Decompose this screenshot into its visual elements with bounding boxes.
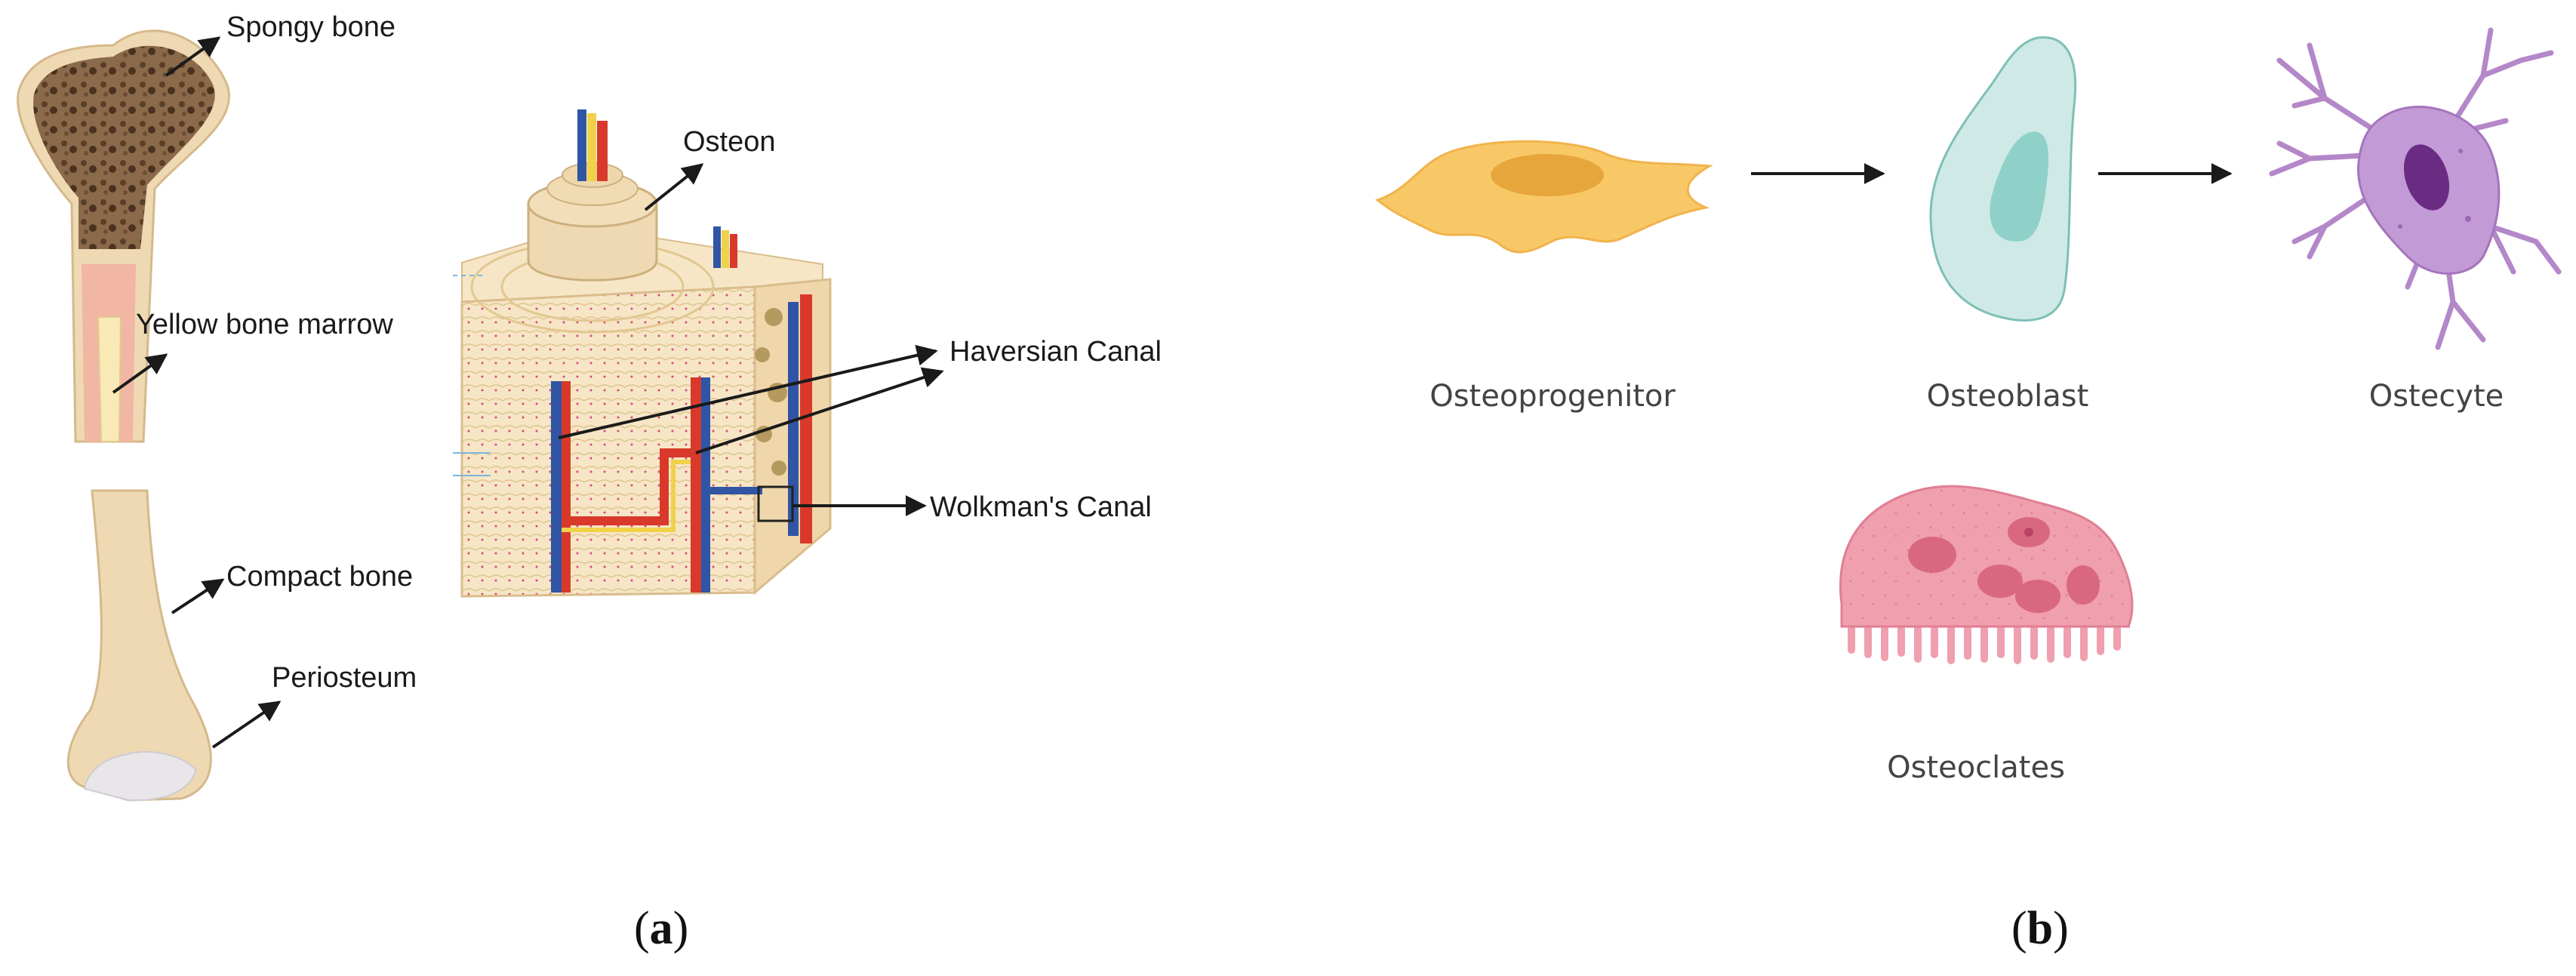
- panel-b: Osteoprogenitor Osteoblast Ostecyte Oste…: [1374, 27, 2562, 954]
- panel-label-a: (a): [634, 903, 688, 954]
- label-osteoblast: Osteoblast: [1927, 379, 2089, 414]
- panel-a: Spongy bone Yellow bone marrow Compact b…: [17, 11, 1162, 954]
- arrow-osteon: [644, 163, 704, 211]
- long-bone-upper: [17, 29, 230, 443]
- label-yellow-bone-marrow: Yellow bone marrow: [136, 309, 393, 340]
- label-periosteum: Periosteum: [272, 662, 417, 694]
- osteoprogenitor-cell: [1374, 140, 1713, 254]
- arrow-haversian-canal-2: [695, 367, 944, 454]
- arrow-yellow-bone-marrow: [112, 353, 168, 394]
- label-osteocyte: Ostecyte: [2369, 379, 2504, 414]
- arrow-spongy-bone: [165, 36, 221, 77]
- label-osteon: Osteon: [683, 126, 776, 158]
- panel-label-b: (b): [2011, 903, 2069, 954]
- arrow-periosteum: [211, 700, 282, 749]
- label-osteoprogenitor: Osteoprogenitor: [1430, 379, 1676, 414]
- label-spongy-bone: Spongy bone: [226, 11, 395, 43]
- osteoblast-cell: [1929, 36, 2077, 322]
- long-bone-lower: [66, 489, 212, 802]
- osteocyte-cell: [2269, 27, 2562, 350]
- label-haversian-canal: Haversian Canal: [949, 336, 1162, 368]
- osteon-block: [453, 109, 832, 598]
- label-wolkmans-canal: Wolkman's Canal: [930, 491, 1152, 523]
- arrow-haversian-canal-1: [558, 345, 938, 439]
- label-compact-bone: Compact bone: [226, 561, 413, 593]
- label-osteoclast: Osteoclates: [1887, 750, 2065, 785]
- osteoclast-cell: [1839, 485, 2134, 664]
- arrow-compact-bone: [171, 578, 225, 614]
